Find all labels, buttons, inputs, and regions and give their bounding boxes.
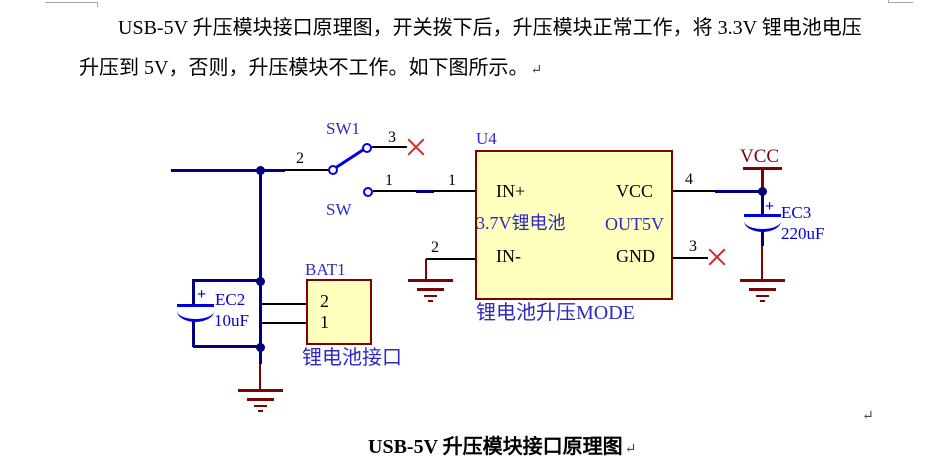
ic-pin4-number: 4 bbox=[685, 171, 693, 188]
junction-dot-rail-top bbox=[256, 166, 265, 175]
ic-subtitle: 锂电池升压MODE bbox=[476, 302, 635, 324]
switch-throw1-terminal-icon bbox=[363, 187, 373, 197]
ec2-top-lead bbox=[192, 279, 195, 306]
ic-designator: U4 bbox=[476, 129, 497, 148]
ec3-designator: EC3 bbox=[781, 203, 812, 222]
text-boundary-mark-right bbox=[888, 2, 913, 3]
switch-throw3-terminal-icon bbox=[362, 143, 372, 153]
schematic-return-mark-icon: ↵ bbox=[862, 409, 874, 424]
wire-rail-horizontal bbox=[171, 169, 285, 172]
switch-common-terminal-icon bbox=[328, 165, 338, 175]
paragraph-line-2: 升压到 5V，否则，升压模块不工作。如下图所示。↵ bbox=[79, 57, 542, 79]
ec2-plate-icon bbox=[177, 304, 214, 307]
text-boundary-mark-right-tick bbox=[888, 0, 889, 3]
ec2-bottom-lead bbox=[192, 321, 195, 347]
paragraph-return-mark-icon: ↵ bbox=[530, 63, 543, 78]
figure-caption-text: USB-5V 升压模块接口原理图 bbox=[368, 436, 623, 458]
battery-designator: BAT1 bbox=[305, 260, 346, 279]
battery-pin1-number: 1 bbox=[320, 312, 329, 332]
paragraph-line-2-text: 升压到 5V，否则，升压模块不工作。如下图所示。 bbox=[79, 57, 529, 79]
ec3-bottom-lead bbox=[761, 231, 764, 246]
junction-dot-ec2-top bbox=[256, 277, 265, 286]
switch-pin2-stub bbox=[284, 169, 330, 171]
switch-pin3-number: 3 bbox=[388, 129, 396, 146]
ground-symbol-ec3 bbox=[740, 279, 785, 302]
battery-connector-body bbox=[306, 279, 372, 345]
vcc-power-port-stem bbox=[761, 170, 764, 188]
switch-pin2-number: 2 bbox=[296, 150, 304, 167]
switch-pin1-number: 1 bbox=[385, 172, 393, 189]
ec3-ground-stem bbox=[761, 246, 763, 279]
ec3-plate-icon bbox=[744, 214, 781, 217]
ec3-polarity-plus-icon: + bbox=[765, 198, 775, 215]
ground-symbol-rail bbox=[238, 389, 283, 412]
vcc-power-port-label: VCC bbox=[740, 146, 780, 167]
ic-pin3-number: 3 bbox=[689, 238, 697, 255]
ec3-value: 220uF bbox=[781, 224, 825, 243]
rail-ground-wire bbox=[259, 348, 262, 364]
ground-symbol-ic bbox=[408, 279, 453, 302]
switch-name-label: SW bbox=[326, 200, 352, 219]
ec3-curved-plate-icon bbox=[744, 221, 781, 232]
ec2-designator: EC2 bbox=[215, 290, 246, 309]
ic-pin2-ground-stem bbox=[425, 259, 427, 279]
ec2-polarity-plus-icon: + bbox=[197, 286, 207, 303]
ic-pin-label-in-minus: IN- bbox=[496, 246, 521, 266]
battery-subtitle: 锂电池接口 bbox=[302, 347, 402, 369]
battery-pin2-stub bbox=[261, 303, 306, 305]
ic-pin-label-gnd: GND bbox=[616, 246, 655, 266]
ic-pin2-stub bbox=[426, 258, 475, 260]
ec2-curved-plate-icon bbox=[177, 311, 214, 322]
switch-pin3-stub bbox=[372, 146, 407, 148]
caption-return-mark-icon: ↵ bbox=[624, 442, 637, 457]
ec2-loop-bottom-wire bbox=[193, 345, 260, 348]
wire-ic-to-vcc bbox=[715, 190, 763, 193]
ic-center-text-right: OUT5V bbox=[605, 214, 664, 234]
ic-pin2-number: 2 bbox=[431, 239, 439, 256]
ic-center-text-left: 3.7V锂电池 bbox=[476, 213, 566, 233]
wire-rail-vertical bbox=[259, 169, 262, 348]
text-boundary-mark-left bbox=[45, 2, 98, 3]
junction-dot-ec2-bottom bbox=[256, 343, 265, 352]
ic-body bbox=[475, 150, 673, 300]
switch-pin1-stub bbox=[373, 190, 417, 192]
battery-pin2-number: 2 bbox=[320, 291, 329, 311]
paragraph-line-1: USB-5V 升压模块接口原理图，开关拨下后，升压模块正常工作，将 3.3V 锂… bbox=[118, 17, 862, 39]
ic-pin3-stub bbox=[673, 257, 708, 259]
battery-pin1-stub bbox=[261, 322, 306, 324]
switch-designator: SW1 bbox=[326, 119, 360, 138]
ec2-value: 10uF bbox=[214, 311, 249, 330]
ic-pin1-stub bbox=[433, 190, 476, 192]
text-boundary-mark-left-tick bbox=[97, 2, 98, 7]
no-connect-x-icon-sw3 bbox=[407, 138, 425, 156]
wire-sw-to-ic bbox=[416, 190, 434, 193]
ec2-loop-top-wire bbox=[193, 279, 260, 282]
ic-pin4-stub bbox=[673, 190, 717, 192]
ic-pin-label-in-plus: IN+ bbox=[496, 181, 526, 201]
ic-pin-label-vcc: VCC bbox=[616, 181, 654, 201]
ec3-top-lead bbox=[761, 191, 764, 215]
rail-ground-stem bbox=[259, 364, 261, 389]
vcc-power-port-bar bbox=[743, 167, 782, 170]
ic-pin1-number: 1 bbox=[448, 172, 456, 189]
no-connect-x-icon-ic3 bbox=[708, 248, 726, 266]
figure-caption: USB-5V 升压模块接口原理图↵ bbox=[368, 436, 636, 458]
